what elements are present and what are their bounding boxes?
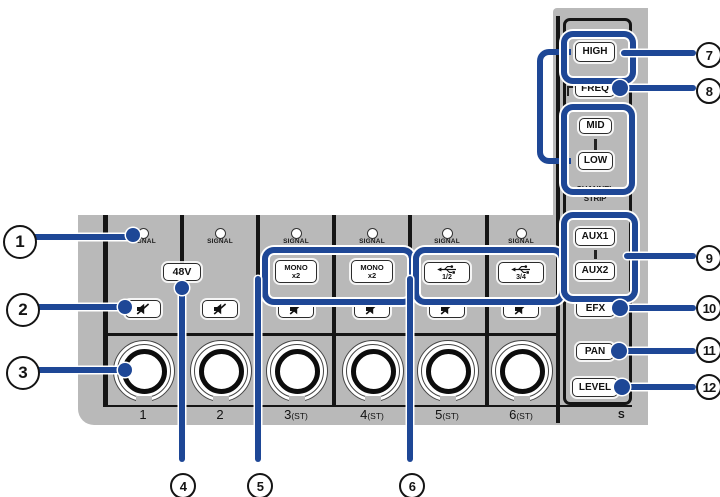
channel-number-2: 2 [216, 407, 224, 422]
callout-2: 2 [6, 293, 40, 327]
knob-ring-gap [136, 396, 152, 403]
callout-3: 3 [6, 356, 40, 390]
freq-bracket-mark [567, 86, 575, 96]
callout-7: 7 [696, 42, 720, 68]
signal-label: SIGNAL [359, 238, 385, 245]
knob-row-top-line [103, 333, 560, 336]
usb-icon [437, 264, 457, 274]
divider-ch5-ch6 [485, 215, 489, 405]
mute-speaker-icon [365, 303, 379, 315]
callout-dot-12 [614, 379, 630, 395]
usb-icon [511, 264, 531, 274]
channel-strip-outline-box [563, 18, 632, 405]
aux-connector-mark [594, 250, 597, 259]
mono-x2-button-ch4[interactable]: MONO x2 [351, 260, 393, 283]
callout-1: 1 [3, 225, 37, 259]
callout-line-8 [619, 85, 696, 91]
phantom-48v-button[interactable]: 48V [163, 263, 201, 281]
callout-line-10 [619, 305, 696, 311]
callout-dot-4 [175, 281, 189, 295]
mute-speaker-icon [289, 303, 303, 315]
pan-button[interactable]: PAN [576, 343, 614, 360]
eq-low-button[interactable]: LOW [578, 152, 613, 170]
channel-number-5: 5(ST) [435, 407, 459, 422]
eq-high-button[interactable]: HIGH [575, 42, 615, 62]
signal-led [367, 228, 378, 239]
label-row-line [103, 405, 632, 407]
callout-dot-1 [126, 228, 140, 242]
aux1-button[interactable]: AUX1 [575, 228, 615, 246]
callout-dot-8 [612, 80, 628, 96]
callout-12: 12 [696, 374, 720, 400]
eq-mid-button[interactable]: MID [579, 118, 612, 134]
callout-11: 11 [696, 337, 720, 363]
callout-dot-10 [612, 300, 628, 316]
callout-line-1 [30, 234, 130, 240]
channel-number-1: 1 [139, 407, 147, 422]
usb-3-4-button-ch6[interactable]: 3/4 [498, 262, 544, 283]
highlight-high [561, 31, 636, 84]
signal-label: SIGNAL [283, 238, 309, 245]
channel-left-border [103, 215, 108, 405]
callout-line-5 [255, 276, 261, 462]
callout-5: 5 [247, 473, 273, 497]
callout-line-7 [621, 50, 696, 56]
mute-button-ch2[interactable] [202, 300, 238, 318]
level-knob-ch4[interactable] [342, 340, 404, 403]
callout-4: 4 [170, 473, 196, 497]
callout-line-11 [618, 348, 696, 354]
strip-left-border [556, 16, 560, 423]
callout-line-4 [179, 288, 185, 462]
level-knob-ch2[interactable] [190, 340, 252, 403]
freq-mid-dot-mark [593, 109, 596, 112]
efx-button[interactable]: EFX [576, 300, 615, 317]
callout-dot-11 [611, 343, 627, 359]
callout-6: 6 [399, 473, 425, 497]
highlight-usb [413, 247, 565, 305]
eq-group-bracket [537, 49, 571, 164]
callout-9: 9 [696, 245, 720, 271]
channel-number-6: 6(ST) [509, 407, 533, 422]
highlight-mid-low [561, 104, 635, 195]
signal-led [215, 228, 226, 239]
channel-number-4: 4(ST) [360, 407, 384, 422]
mute-speaker-icon [440, 303, 454, 315]
level-knob-ch5[interactable] [417, 340, 479, 403]
mute-speaker-icon [514, 303, 528, 315]
signal-label: SIGNAL [434, 238, 460, 245]
callout-line-2 [34, 304, 122, 310]
highlight-mono-x2 [262, 247, 415, 305]
divider-ch3-ch4 [332, 215, 336, 405]
level-knob-ch6[interactable] [491, 340, 553, 403]
signal-label: SIGNAL [508, 238, 534, 245]
signal-led [291, 228, 302, 239]
channel-number-3: 3(ST) [284, 407, 308, 422]
mono-x2-button-ch3[interactable]: MONO x2 [275, 260, 317, 283]
aux2-button[interactable]: AUX2 [575, 262, 615, 280]
signal-label: SIGNAL [130, 238, 156, 245]
signal-label: SIGNAL [207, 238, 233, 245]
callout-dot-3 [118, 363, 132, 377]
callout-line-3 [34, 367, 122, 373]
callout-10: 10 [696, 295, 720, 321]
mute-speaker-icon [136, 303, 150, 315]
mid-low-connector-mark [594, 139, 597, 150]
level-knob-ch3[interactable] [266, 340, 328, 403]
usb-1-2-button-ch5[interactable]: 1/2 [424, 262, 470, 283]
mute-speaker-icon [213, 303, 227, 315]
signal-led [516, 228, 527, 239]
callout-dot-2 [118, 300, 132, 314]
callout-line-12 [621, 384, 696, 390]
callout-line-9 [624, 253, 696, 259]
callout-8: 8 [696, 78, 720, 104]
signal-led [442, 228, 453, 239]
level-button[interactable]: LEVEL [572, 378, 618, 397]
callout-line-6 [407, 276, 413, 462]
cut-off-label: S [618, 410, 625, 421]
